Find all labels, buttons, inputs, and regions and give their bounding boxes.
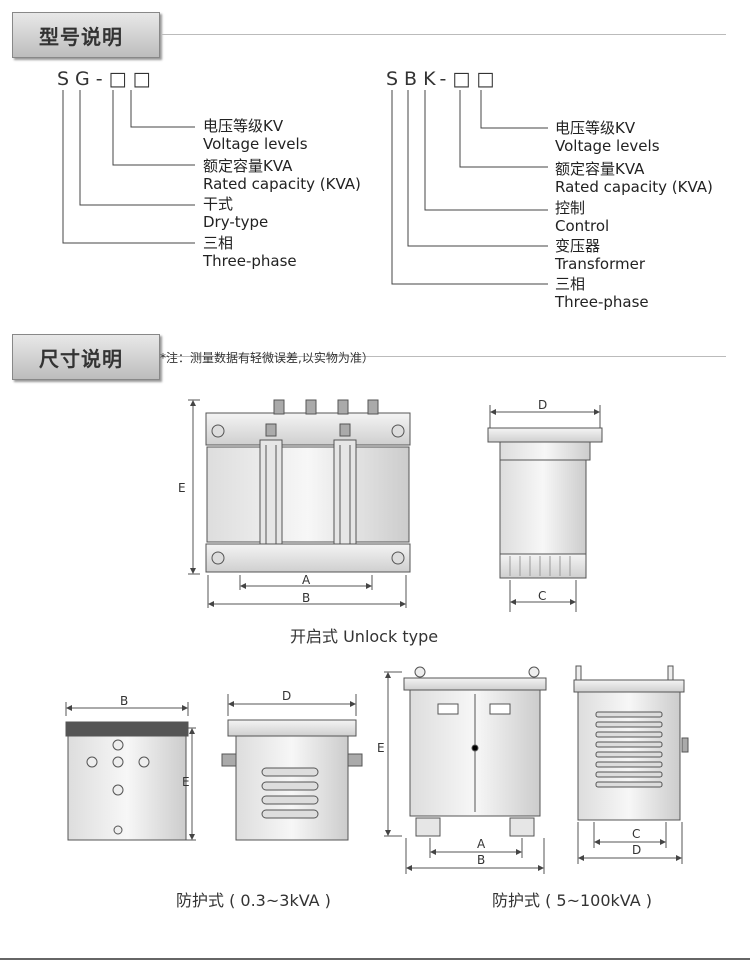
sg-item-phase-en: Three-phase xyxy=(203,252,297,270)
protect-large-front-view xyxy=(384,666,547,874)
dim-e-label-large: E xyxy=(377,741,385,755)
sg-item-voltage-cn: 电压等级KV xyxy=(203,117,284,135)
sbk-code: SBK-□□ xyxy=(386,68,501,90)
size-note: *注：测量数据有轻微误差,以实物为准） xyxy=(160,351,374,365)
unlock-side-view xyxy=(487,405,603,612)
section-divider xyxy=(162,34,726,35)
sg-item-voltage-en: Voltage levels xyxy=(203,135,308,153)
model-section-title: 型号说明 xyxy=(39,25,123,49)
dim-e-label-small: E xyxy=(182,775,190,789)
protect-small-front-view xyxy=(65,702,196,841)
protect-small-side-view xyxy=(221,694,363,841)
sbk-item-control-cn: 控制 xyxy=(555,199,586,217)
protect-large-side-view xyxy=(573,665,689,864)
sg-item-capacity-cn: 额定容量KVA xyxy=(203,157,293,175)
sbk-item-transformer-cn: 变压器 xyxy=(555,237,601,255)
dim-a-label: A xyxy=(302,573,311,587)
dim-b-label: B xyxy=(302,591,310,605)
sbk-item-capacity-en: Rated capacity (KVA) xyxy=(555,178,713,196)
sbk-item-phase-cn: 三相 xyxy=(555,275,586,293)
sbk-item-voltage-cn: 电压等级KV xyxy=(555,119,636,137)
size-section-title: 尺寸说明 xyxy=(39,347,123,371)
unlock-front-view xyxy=(188,399,411,608)
dim-b-label-large: B xyxy=(477,853,485,867)
sg-item-phase-cn: 三相 xyxy=(203,234,234,252)
dim-e-label: E xyxy=(178,481,186,495)
sg-leader-lines xyxy=(62,90,548,285)
section-divider xyxy=(162,356,726,357)
sbk-item-transformer-en: Transformer xyxy=(555,255,646,273)
dimension-drawings: E A B D C B E xyxy=(65,398,689,874)
dim-d-label: D xyxy=(538,398,547,412)
sg-item-capacity-en: Rated capacity (KVA) xyxy=(203,175,361,193)
sbk-item-voltage-en: Voltage levels xyxy=(555,137,660,155)
caption-unlock: 开启式 Unlock type xyxy=(290,627,439,646)
sg-item-dry-cn: 干式 xyxy=(203,195,234,213)
model-section-header: 型号说明 xyxy=(12,12,160,58)
dim-c-label-large: C xyxy=(632,827,640,841)
caption-protect-large: 防护式 ( 5~100kVA ) xyxy=(492,891,653,910)
dim-b-label-small: B xyxy=(120,694,128,708)
size-section-header: 尺寸说明 xyxy=(12,334,160,380)
sg-item-dry-en: Dry-type xyxy=(203,213,269,231)
sbk-item-capacity-cn: 额定容量KVA xyxy=(555,160,645,178)
sbk-item-phase-en: Three-phase xyxy=(555,293,649,311)
sg-code: SG-□□ xyxy=(57,68,157,90)
dim-d-label-large: D xyxy=(632,843,641,857)
bottom-divider xyxy=(0,958,750,960)
sbk-item-control-en: Control xyxy=(555,217,610,235)
dim-d-label-small: D xyxy=(282,689,291,703)
caption-protect-small: 防护式 ( 0.3~3kVA ) xyxy=(176,891,331,910)
dim-c-label: C xyxy=(538,589,546,603)
dim-a-label-large: A xyxy=(477,837,486,851)
